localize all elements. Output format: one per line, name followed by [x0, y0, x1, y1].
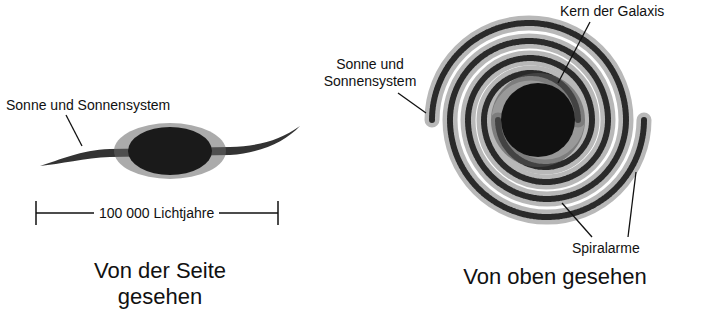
spiral-arm-halo: [432, 23, 644, 217]
spiral-arm: [432, 23, 644, 217]
leader-line: [558, 22, 590, 83]
leader-line: [562, 203, 592, 237]
part-label: Sonne und Sonnensystem: [320, 56, 420, 90]
galaxy-side-view: [40, 123, 300, 179]
core-halo: [491, 73, 585, 167]
galaxy-core: [501, 83, 575, 157]
dimension-tick: [35, 201, 37, 225]
leader-line: [398, 93, 426, 113]
galaxy-top-view: [432, 23, 644, 217]
leader-line: [66, 115, 82, 146]
part-label: Spiralarme: [572, 240, 640, 257]
leader-line: [628, 172, 636, 237]
dimension-tick: [277, 201, 279, 225]
bulge-halo: [114, 123, 226, 179]
view-caption: Von der Seite gesehen: [60, 258, 260, 310]
view-caption: Von oben gesehen: [455, 264, 655, 290]
dimension-label: 100 000 Lichtjahre: [94, 205, 219, 222]
part-label: Sonne und Sonnensystem: [6, 97, 170, 114]
part-label: Kern der Galaxis: [560, 3, 664, 20]
galaxy-bulge: [128, 127, 212, 175]
